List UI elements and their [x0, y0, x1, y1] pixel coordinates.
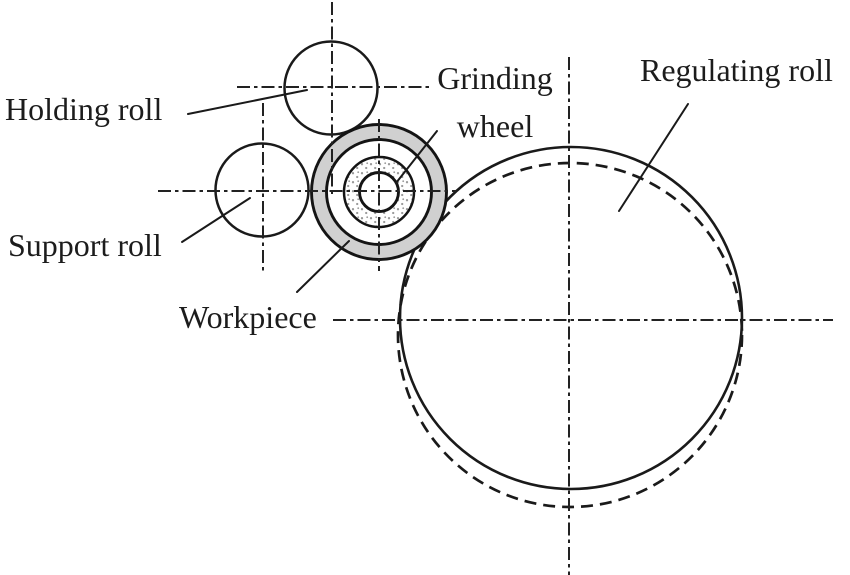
grinding-wheel-label-line2: wheel	[456, 108, 534, 144]
leader-holding-roll	[187, 89, 308, 115]
regulating-roll-circle	[398, 145, 744, 491]
grinding-wheel-label: Grinding wheel	[425, 54, 565, 150]
regulating-roll-label: Regulating roll	[640, 52, 833, 88]
support-roll-label: Support roll	[8, 227, 162, 263]
leader-workpiece	[296, 240, 350, 293]
leader-regulating-roll	[618, 103, 689, 212]
holding-roll-label: Holding roll	[5, 91, 163, 127]
leader-grinding-wheel	[395, 130, 438, 184]
leader-support-roll	[181, 197, 251, 243]
workpiece-label: Workpiece	[179, 299, 317, 335]
grinding-wheel-label-line1: Grinding	[437, 60, 553, 96]
